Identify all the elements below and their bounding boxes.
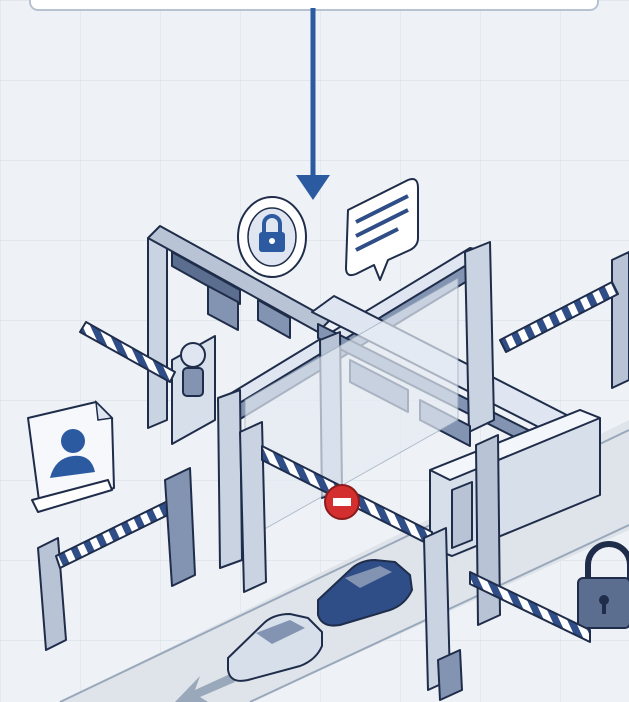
security-lock-badge-icon xyxy=(238,197,306,277)
pedestal xyxy=(438,650,462,700)
